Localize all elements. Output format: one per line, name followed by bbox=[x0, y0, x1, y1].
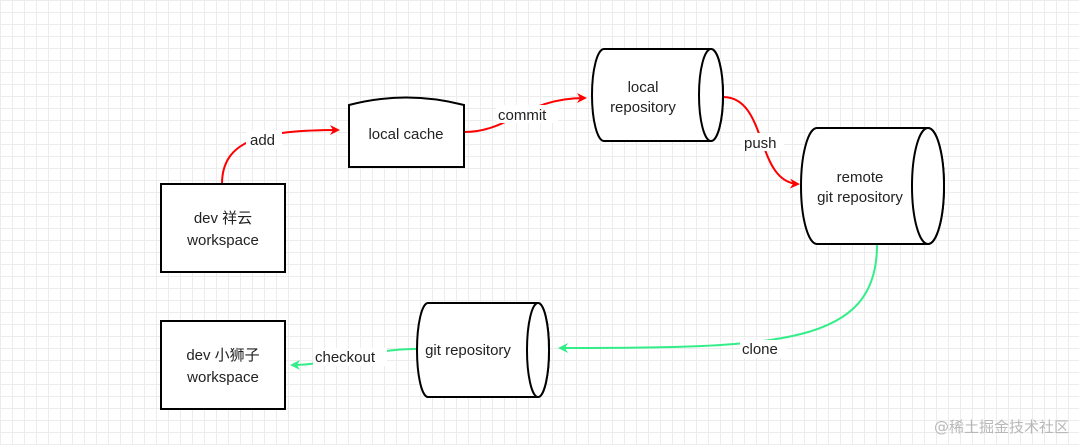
node-workspace-xiangyun: dev 祥云 workspace bbox=[160, 183, 286, 273]
local-cache-label: local cache bbox=[368, 126, 443, 143]
git-repository-label: git repository bbox=[425, 342, 511, 359]
workspace-xiaoshizi-line2: workspace bbox=[186, 369, 259, 386]
edge-clone bbox=[558, 244, 878, 353]
node-local-cache: local cache bbox=[348, 96, 465, 168]
watermark: @稀土掘金技术社区 bbox=[933, 418, 1069, 436]
edge-label-checkout: checkout bbox=[315, 349, 376, 366]
remote-repository-line1: remote bbox=[837, 169, 884, 186]
node-git-repository: git repository bbox=[416, 302, 550, 398]
edge-label-clone: clone bbox=[742, 341, 778, 358]
remote-repository-line2: git repository bbox=[817, 189, 903, 206]
node-remote-repository: remote git repository bbox=[800, 127, 945, 245]
node-workspace-xiaoshizi: dev 小狮子 workspace bbox=[160, 320, 286, 410]
workspace-xiangyun-line1: dev 祥云 bbox=[194, 210, 252, 227]
edge-label-add: add bbox=[250, 132, 275, 149]
local-repository-line1: local bbox=[628, 79, 659, 96]
node-local-repository: local repository bbox=[591, 48, 724, 142]
edge-label-commit: commit bbox=[498, 107, 547, 124]
workspace-xiangyun-line2: workspace bbox=[186, 232, 259, 249]
edge-label-push: push bbox=[744, 135, 777, 152]
local-repository-line2: repository bbox=[610, 99, 676, 116]
workspace-xiaoshizi-line1: dev 小狮子 bbox=[186, 347, 259, 364]
